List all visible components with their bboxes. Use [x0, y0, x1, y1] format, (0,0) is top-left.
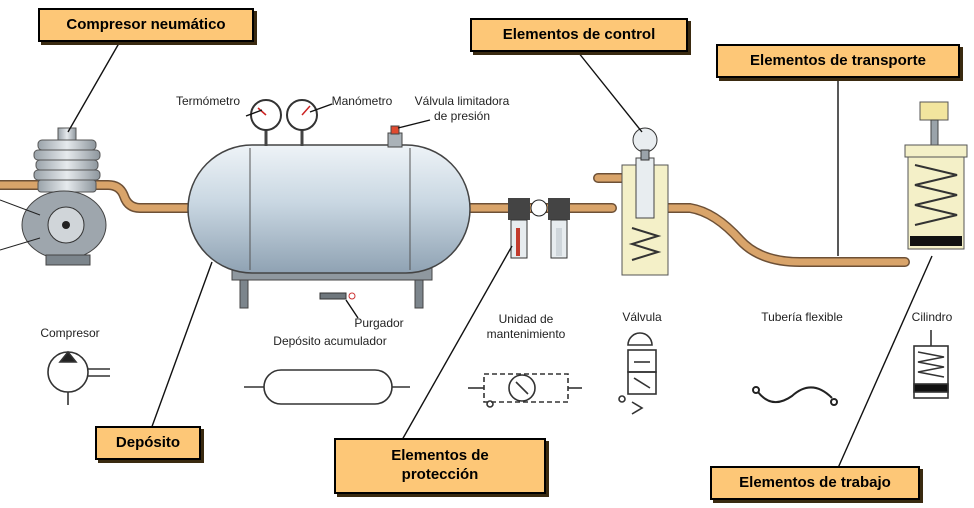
- label-purgador: Purgador: [354, 316, 404, 330]
- leader-lines: [67, 37, 933, 469]
- cylinder-symbol: [913, 330, 949, 399]
- flexible-pipe-symbol: [752, 386, 838, 406]
- pressure-gauge: [286, 99, 318, 146]
- valve-symbol: [618, 332, 657, 415]
- label-valvula: Válvula: [622, 310, 662, 324]
- callout-elementos-control: Elementos de control: [470, 18, 688, 52]
- label-valvula-limitadora: Válvula limitadora de presión: [414, 94, 510, 123]
- label-deposito-acumulador: Depósito acumulador: [273, 334, 387, 348]
- label-termometro: Termómetro: [175, 94, 240, 108]
- control-valve-illustration: [621, 127, 669, 276]
- label-cilindro: Cilindro: [911, 310, 953, 324]
- label-tuberia-flexible: Tubería flexible: [761, 310, 843, 324]
- tank-illustration: [187, 125, 471, 309]
- maintenance-unit-symbol: [468, 373, 582, 408]
- callout-elementos-transporte: Elementos de transporte: [716, 44, 960, 78]
- label-compresor: Compresor: [40, 326, 100, 340]
- compressor-illustration: [0, 127, 107, 266]
- tank-symbol: [244, 369, 410, 405]
- callout-deposito: Depósito: [95, 426, 201, 460]
- compressor-symbol: [47, 350, 110, 405]
- callout-elementos-proteccion: Elementos de protección: [334, 438, 546, 494]
- label-manometro: Manómetro: [331, 94, 393, 108]
- maintenance-unit-illustration: [508, 198, 570, 259]
- callout-compresor-neumatico: Compresor neumático: [38, 8, 254, 42]
- callout-elementos-trabajo: Elementos de trabajo: [710, 466, 920, 500]
- cylinder-illustration: [904, 101, 968, 250]
- label-unidad-mantenimiento: Unidad de mantenimiento: [486, 312, 566, 341]
- thermometer-gauge: [250, 99, 282, 146]
